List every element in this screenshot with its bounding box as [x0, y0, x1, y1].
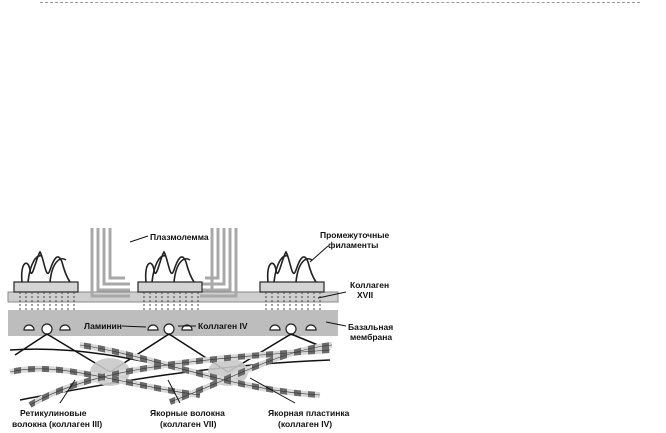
plasmalemma-folds [90, 228, 238, 298]
label-basal-membrane-1: Базальная [348, 322, 393, 332]
collagen-xvii-strands [19, 292, 321, 312]
plasma-membrane-base [7, 291, 339, 303]
label-basal-membrane-2: мембрана [350, 332, 392, 342]
leader-lines [59, 235, 347, 404]
label-anchoring-fibers-1: Якорные волокна [150, 408, 225, 418]
label-reticular-fibers-1: Ретикулиновые [20, 408, 87, 418]
top-dashed-rule [40, 2, 640, 3]
label-plasmalemma: Плазмолемма [150, 232, 209, 242]
label-anchoring-plate-1: Якорная пластинка [268, 408, 350, 418]
label-intermediate-filaments-2: филаменты [328, 240, 378, 250]
hemidesmosome-plaques [13, 281, 325, 293]
reticular-fibers [9, 342, 333, 408]
label-intermediate-filaments-1: Промежуточные [320, 230, 390, 240]
label-collagen-xvii-1: Коллаген [350, 280, 389, 290]
intermediate-filaments [20, 250, 317, 283]
label-reticular-fibers-2: волокна (коллаген III) [12, 419, 102, 429]
label-laminin: Ламинин [84, 321, 122, 331]
label-anchoring-plate-2: (коллаген IV) [278, 419, 332, 429]
collagen-iv-circles [41, 323, 297, 335]
label-collagen-iv: Коллаген IV [198, 321, 248, 331]
label-anchoring-fibers-2: (коллаген VII) [160, 419, 217, 429]
label-collagen-xvii-2: XVII [357, 290, 373, 300]
